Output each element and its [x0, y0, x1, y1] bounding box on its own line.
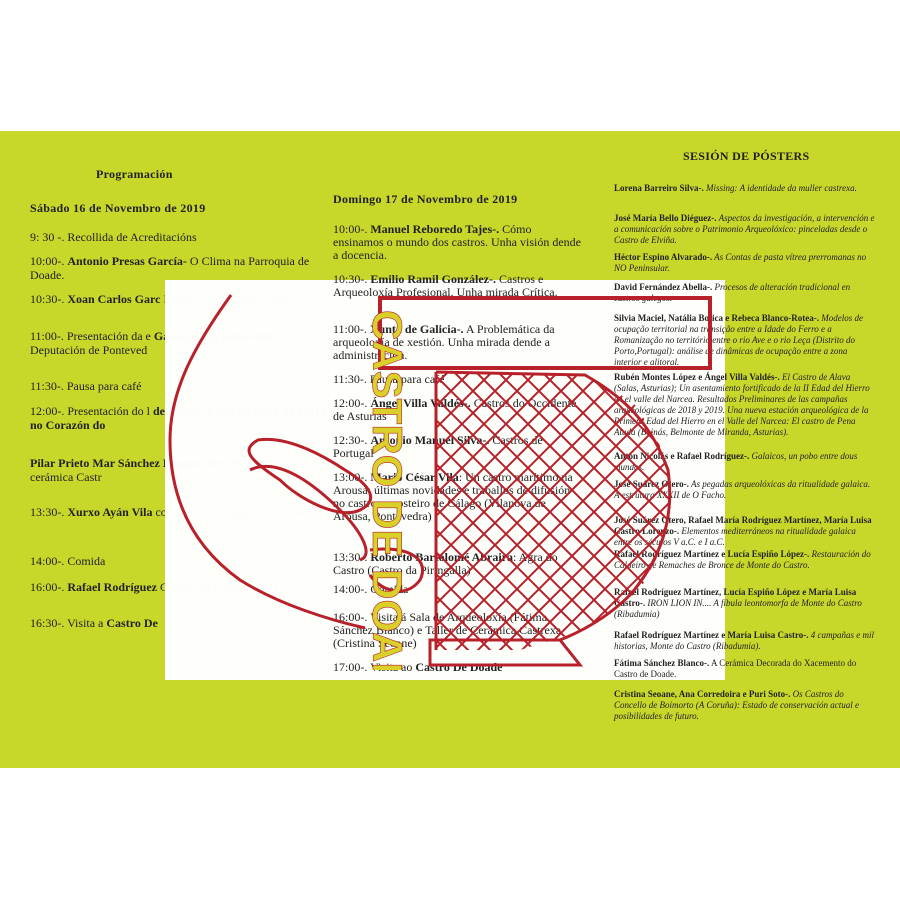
poster-entry: Rafael Rodríguez Martínez e María Luisa … — [614, 630, 876, 652]
item-time: 14:00-. Comida — [30, 554, 106, 568]
poster-authors: Antón Nicolás e Rafael Rodríguez-. — [614, 451, 750, 461]
item-time: 9: 30 -. — [30, 230, 68, 244]
poster-title: Missing: A identidade da muller castrexa… — [703, 183, 857, 193]
item-title: Cómo ensinamos o mundo dos castros. Unha… — [333, 222, 581, 262]
item-time: 10:30-. — [30, 292, 68, 306]
programme-heading: Programación — [96, 167, 173, 181]
posters-heading: SESIÓN DE PÓSTERS — [683, 149, 810, 163]
poster-entry: Rafael Rodríguez Martínez e Lucía Espiño… — [614, 549, 876, 571]
poster-entry: Antón Nicolás e Rafael Rodríguez-. Galai… — [614, 451, 876, 473]
item-time: 17:00-. Visita ao — [333, 660, 416, 674]
sunday-item: 10:30-. Emilio Ramil González-. Castros … — [333, 273, 583, 299]
poster-authors: Héctor Espino Alvarado-. — [614, 252, 713, 262]
poster-authors: Silvia Maciel, Natália Botica e Rebeca B… — [614, 313, 819, 323]
poster-authors: David Fernández Abella-. — [614, 282, 713, 292]
item-title: Deputación de Ponteved — [30, 343, 148, 357]
poster-entry: José María Bello Diéguez-. Aspectos da i… — [614, 213, 876, 246]
item-title: Recollida de Acreditacións — [67, 230, 197, 244]
item-title: Castros e Arqueoloxía Profesional. Unha … — [333, 272, 558, 299]
item-speaker: Castro De Doade — [415, 660, 503, 674]
saturday-item: 14:00-. Comida — [30, 554, 330, 568]
item-time: 10:00-. — [30, 254, 68, 268]
poster-entry: Rafael Rodríguez Martínez, Lucía Espiño … — [614, 587, 876, 620]
poster-title: Os Castros do Concello de Boimorto (A Co… — [614, 689, 860, 721]
poster-authors: Cristina Seoane, Ana Corredoira e Puri S… — [614, 689, 791, 699]
poster-title: A Cerámica Decorada do Xacemento do Cast… — [614, 658, 857, 679]
item-time: 11:30-. Pausa para café — [30, 379, 142, 393]
sunday-item: 10:00-. Manuel Reboredo Tajes-. Cómo ens… — [333, 223, 583, 262]
poster-entry: Rubén Montes López e Ángel Villa Valdés-… — [614, 372, 876, 438]
poster-authors: José María Bello Diéguez-. — [614, 213, 717, 223]
item-time: 13:30-. — [30, 505, 68, 519]
item-speaker: Castro De — [106, 616, 158, 630]
logo-lettering: CASTRO DE DOADE — [364, 310, 403, 670]
item-time: 12:00-. Presentación do l — [30, 404, 153, 418]
poster-authors: Rafael Rodríguez Martínez e Lucía Espiño… — [614, 549, 810, 559]
saturday-item: 9: 30 -. Recollida de Acreditacións — [30, 230, 330, 244]
poster-title: Restauración do Caldeiro de Remaches de … — [614, 549, 871, 570]
posters-column-foreground: Lorena Barreiro Silva-. Missing: A ident… — [614, 131, 880, 768]
poster-entry: José Suárez Otero-. As pegadas arqueolóx… — [614, 479, 876, 501]
item-speaker: Antonio Presas García- — [67, 254, 187, 268]
poster-authors: Rafael Rodríguez Martínez e María Luisa … — [614, 630, 809, 640]
poster-title: Aspectos da investigación, a intervenció… — [614, 213, 875, 245]
poster-authors: José Suárez Otero-. — [614, 479, 689, 489]
poster-title: As Contas de pasta vítrea prerromanas no… — [614, 252, 867, 273]
poster-entry: David Fernández Abella-. Procesos de alt… — [614, 282, 876, 304]
saturday-item: 10:00-. Antonio Presas García- O Clima n… — [30, 254, 330, 282]
poster-title: 4 campañas e mil historias, Monte do Cas… — [614, 630, 875, 651]
item-speaker: Emilio Ramil González-. — [370, 272, 496, 286]
poster-entry: Fátima Sánchez Blanco-. A Cerámica Decor… — [614, 658, 876, 680]
poster-entry: José Suárez Otero, Rafael María Rodrígue… — [614, 515, 876, 548]
item-speaker: Manuel Reboredo Tajes-. — [370, 222, 500, 236]
saturday-item: 16:30-. Visita a Castro De — [30, 616, 330, 630]
item-time: 16:30-. Visita a — [30, 616, 107, 630]
item-time: 16:00-. — [30, 580, 68, 594]
item-time: 10:30-. — [333, 272, 371, 286]
poster-entry: Silvia Maciel, Natália Botica e Rebeca B… — [614, 313, 876, 368]
item-speaker: Rafael Rodríguez — [67, 580, 157, 594]
castro-de-doade-logo: CASTRO DE DOADE — [364, 310, 403, 670]
sunday-date-fg: Domingo 17 de Novembro de 2019 — [333, 192, 518, 206]
item-speaker: Xurxo Ayán Vila — [67, 505, 153, 519]
item-title: O Clima na Parroquia de Doade. — [30, 254, 310, 282]
poster-authors: Fátima Sánchez Blanco-. — [614, 658, 710, 668]
poster-title: El Castro de Alava (Salas, Asturias); Un… — [614, 372, 870, 437]
poster-entry: Héctor Espino Alvarado-. As Contas de pa… — [614, 252, 876, 274]
item-speaker: Pilar Prieto Mar Sánchez Blanco- — [30, 456, 203, 470]
item-speaker: Xoan Carlos Garc — [67, 292, 161, 306]
saturday-item: 11:30-. Pausa para café — [30, 379, 330, 393]
poster-authors: Lorena Barreiro Silva-. — [614, 183, 704, 193]
poster-entry: Cristina Seoane, Ana Corredoira e Puri S… — [614, 689, 876, 722]
poster-entry: Lorena Barreiro Silva-. Missing: A ident… — [614, 183, 876, 194]
poster-authors: Rubén Montes López e Ángel Villa Valdés-… — [614, 372, 780, 382]
item-time: 11:00-. Presentación da e — [30, 329, 154, 343]
item-time: 10:00-. — [333, 222, 371, 236]
poster-title: IRON LION IN.... A fíbula leontomorfa de… — [614, 598, 862, 619]
saturday-date: Sábado 16 de Novembro de 2019 — [30, 201, 206, 215]
